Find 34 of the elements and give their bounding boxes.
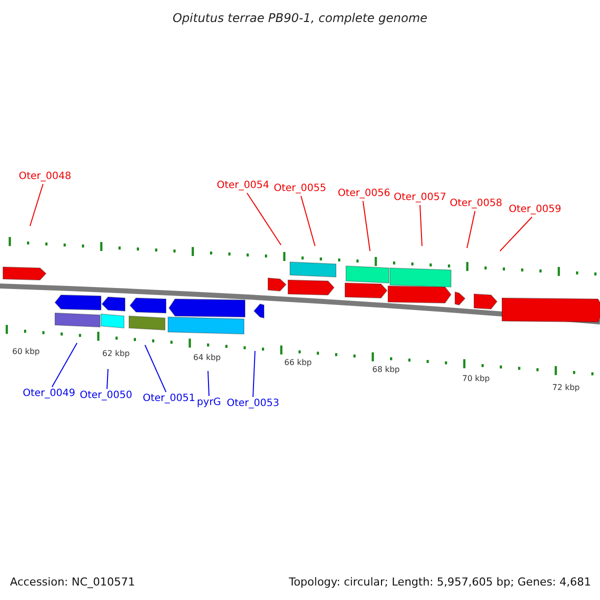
leader-line xyxy=(106,368,108,390)
scale-label: 70 kbp xyxy=(462,375,490,383)
gene-label: Oter_0049 xyxy=(22,389,76,399)
gene-label: Oter_0055 xyxy=(274,184,326,194)
genome-stats-text: Topology: circular; Length: 5,957,605 bp; Genes: 4,681 xyxy=(288,576,591,588)
gene-label: Oter_0057 xyxy=(394,193,446,203)
gene-label: Oter_0054 xyxy=(216,181,270,191)
accession-text: Accession: NC_010571 xyxy=(10,576,136,588)
leader-line xyxy=(30,184,44,226)
scale-label: 64 kbp xyxy=(193,354,221,362)
leader-line xyxy=(208,370,210,396)
gene-label: Oter_0059 xyxy=(508,205,562,215)
leader-line xyxy=(246,192,282,246)
gene-label: Oter_0048 xyxy=(18,172,72,182)
leader-line xyxy=(300,196,316,246)
leader-line xyxy=(144,344,166,392)
leader-line xyxy=(420,204,422,246)
scale-label: 72 kbp xyxy=(552,384,580,392)
gene-label: Oter_0053 xyxy=(226,399,280,409)
leader-line xyxy=(252,350,256,398)
scale-label: 60 kbp xyxy=(12,348,40,356)
gene-label: Oter_0058 xyxy=(450,199,502,209)
leader-line xyxy=(362,200,370,252)
leader-line xyxy=(500,216,532,252)
leader-line xyxy=(466,210,476,248)
scale-label: 62 kbp xyxy=(102,350,130,358)
scale-label: 66 kbp xyxy=(284,359,312,367)
gene-label: Oter_0050 xyxy=(80,391,132,401)
title: Opitutus terrae PB90-1, complete genome xyxy=(172,12,428,24)
scale-label: 68 kbp xyxy=(372,366,400,374)
gene-label: Oter_0056 xyxy=(338,189,390,199)
gene-label: Oter_0051 xyxy=(142,394,196,404)
gene-label: pyrG xyxy=(196,398,222,408)
leader-line xyxy=(52,342,78,388)
